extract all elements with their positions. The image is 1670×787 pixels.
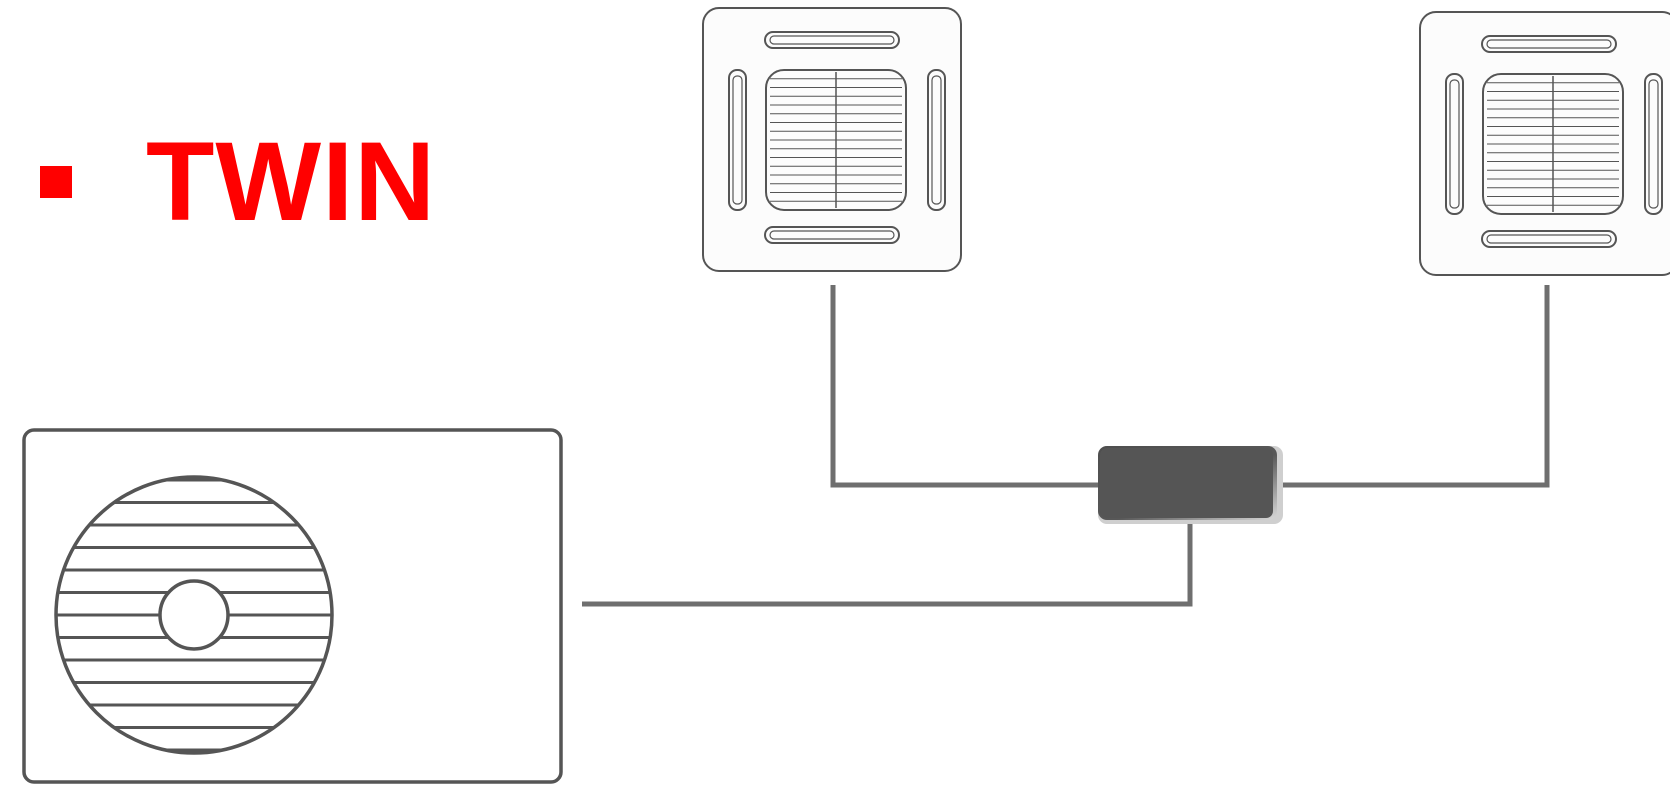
slot-left	[728, 69, 747, 211]
slot-right	[1644, 73, 1663, 215]
indoor-unit-left	[702, 7, 962, 272]
slot-right	[927, 69, 946, 211]
pipe-left-indoor	[830, 285, 1102, 488]
outdoor-unit	[22, 428, 563, 784]
indoor-unit-right	[1419, 11, 1670, 276]
slot-top	[764, 31, 900, 49]
fan-hub	[158, 579, 230, 651]
slot-bottom	[1481, 230, 1617, 248]
pipe-right-indoor	[1280, 285, 1550, 488]
ceiling-cassette-icon	[1419, 11, 1670, 276]
refrigerant-pipes	[582, 285, 1550, 607]
slot-bottom	[764, 226, 900, 244]
outdoor-fan-unit-icon	[54, 475, 334, 755]
title-twin: TWIN	[146, 119, 437, 244]
ceiling-cassette-icon	[702, 7, 962, 272]
pipe-outdoor	[582, 523, 1193, 607]
branch-pipe-icon	[1098, 446, 1283, 524]
slot-left	[1445, 73, 1464, 215]
bullet-icon	[40, 166, 72, 198]
slot-top	[1481, 35, 1617, 53]
heading: TWIN	[40, 126, 436, 238]
